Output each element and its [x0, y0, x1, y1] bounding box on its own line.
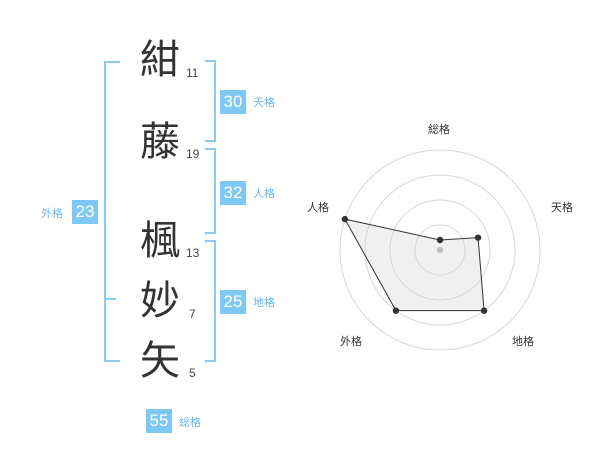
- name-char-3: 楓: [140, 218, 180, 264]
- radar-axis-label-tenkaku: 天格: [551, 201, 573, 214]
- jinkaku-label: 人格: [253, 187, 275, 200]
- chikaku-value-badge: 25: [220, 290, 246, 314]
- tenkaku-bracket: [205, 60, 216, 142]
- radar-series-polygon: [343, 218, 485, 312]
- radar-point-1: [436, 236, 444, 244]
- gaikaku-label: 外格: [41, 207, 63, 220]
- radar-grid-ring: [339, 149, 541, 351]
- jinkaku-bracket: [205, 148, 216, 234]
- stroke-count-5: 5: [189, 366, 196, 380]
- soukaku-label: 総格: [179, 416, 201, 429]
- radar-point-5: [341, 215, 349, 223]
- gaikaku-bracket: [104, 61, 120, 362]
- radar-grid-ring: [364, 174, 516, 326]
- radar-center-dot: [437, 247, 443, 253]
- radar-point-3: [480, 307, 488, 314]
- name-char-1: 紺: [140, 37, 180, 83]
- radar-axis-label-jinkaku: 人格: [307, 201, 329, 214]
- chikaku-bracket: [205, 240, 216, 362]
- radar-point-2: [474, 234, 482, 241]
- name-char-5: 矢: [140, 338, 180, 384]
- stroke-count-4: 7: [189, 307, 196, 321]
- jinkaku-value-badge: 32: [220, 181, 246, 205]
- soukaku-value-badge: 55: [146, 409, 172, 433]
- radar-axis-label-soukaku: 総格: [428, 123, 450, 136]
- radar-grid-ring: [389, 199, 491, 301]
- chikaku-label: 地格: [253, 296, 275, 309]
- stroke-count-1: 11: [186, 66, 199, 80]
- tenkaku-label: 天格: [253, 96, 275, 109]
- stroke-count-2: 19: [186, 147, 200, 161]
- stroke-count-3: 13: [186, 246, 200, 260]
- gaikaku-bracket-tick: [104, 298, 116, 300]
- radar-point-4: [392, 307, 400, 314]
- radar-axis-label-chikaku: 地格: [512, 335, 534, 348]
- radar-grid-ring: [414, 224, 466, 276]
- name-char-4: 妙: [140, 278, 180, 324]
- name-char-2: 藤: [140, 119, 180, 165]
- tenkaku-value-badge: 30: [220, 90, 246, 114]
- gaikaku-value-badge: 23: [72, 200, 98, 224]
- radar-axis-label-gaikaku: 外格: [340, 335, 362, 348]
